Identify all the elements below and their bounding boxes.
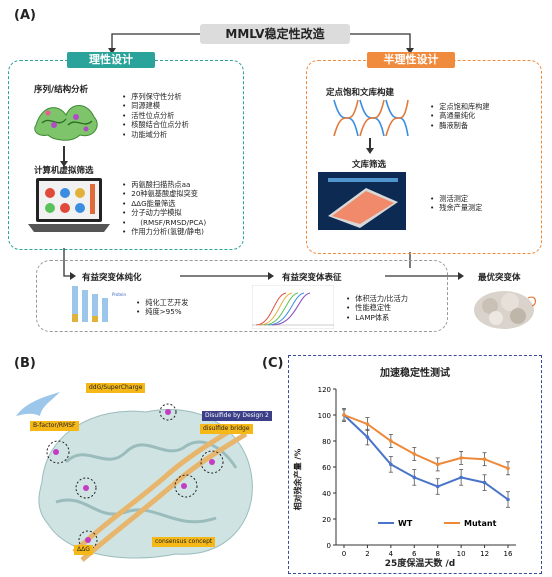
virtual-screening-title: 计算机虚拟筛选 xyxy=(34,166,94,176)
panel-a-title: MMLV稳定性改造 xyxy=(200,24,350,44)
list-item: 丙氨酸扫描热点aa xyxy=(122,180,206,189)
library-screening-title: 文库筛选 xyxy=(352,160,387,170)
list-item: 20种氨基酸虚拟突变 xyxy=(122,189,206,198)
x-tick-label: 6 xyxy=(412,550,417,558)
panel-a-label: (A) xyxy=(14,8,36,23)
x-tick-label: 2 xyxy=(365,550,369,558)
list-item: 高通量纯化 xyxy=(430,111,490,120)
data-point xyxy=(459,456,463,460)
dna-helix-icon xyxy=(333,99,409,137)
mutant-characterization-title: 有益突变体表征 xyxy=(282,273,342,283)
y-tick-label: 0 xyxy=(327,542,331,550)
data-point xyxy=(506,497,510,502)
y-tick-label: 40 xyxy=(322,490,331,498)
best-mutant-protein-icon xyxy=(474,291,537,329)
stability-line-chart: 0 20 40 60 80 100 120 0 2 4 6 8 10 12 16 WT Mutant xyxy=(318,386,516,558)
x-tick-label: 0 xyxy=(342,550,346,558)
y-tick-label: 120 xyxy=(318,386,331,394)
seq-analysis-title: 序列/结构分析 xyxy=(34,85,89,95)
protein-dna-structure xyxy=(16,392,253,562)
list-item: 功能域分析 xyxy=(122,130,189,139)
mutant-purification-title: 有益突变体纯化 xyxy=(82,273,142,283)
data-point xyxy=(342,413,346,417)
legend-label: Mutant xyxy=(464,519,497,528)
list-item: 同源建模 xyxy=(122,101,189,110)
tag-disulfide-bridge: disulfide bridge xyxy=(200,424,253,434)
list-item: 性能稳定性 xyxy=(346,303,408,312)
laptop-icon xyxy=(28,178,110,232)
list-item-text: (RMSF/RMSD/PCA) xyxy=(140,217,207,227)
x-tick-label: 8 xyxy=(435,550,439,558)
data-point xyxy=(412,475,417,480)
panel-a-connectors xyxy=(60,33,464,280)
stability-chart-frame xyxy=(288,355,542,574)
mutant-purification-list: 纯化工艺开发 纯度>95% xyxy=(136,298,188,317)
x-tick-label: 4 xyxy=(389,550,394,558)
data-point xyxy=(412,452,417,456)
library-screening-list: 测活测定 残余产量测定 xyxy=(430,194,482,213)
series-line-mutant xyxy=(343,414,509,470)
data-point xyxy=(459,475,463,480)
data-point xyxy=(482,457,487,461)
list-item: (RMSF/RMSD/PCA) xyxy=(122,218,206,227)
legend-label: WT xyxy=(398,519,413,528)
y-tick-label: 20 xyxy=(322,516,331,524)
list-item: 序列保守性分析 xyxy=(122,92,189,101)
x-tick-label: 10 xyxy=(457,550,466,558)
list-item: 残余产量测定 xyxy=(430,203,482,212)
panel-c-label: (C) xyxy=(262,356,284,371)
semi-rational-header: 半理性设计 xyxy=(367,52,455,68)
x-tick-label: 16 xyxy=(504,550,513,558)
list-item: 定点饱和库构建 xyxy=(430,102,489,111)
mutant-characterization-list: 体积活力/比活力 性能稳定性 LAMP体系 xyxy=(346,294,408,322)
library-construction-list: 定点饱和库构建 高通量纯化 酶液制备 xyxy=(430,102,490,130)
data-point xyxy=(365,435,370,439)
y-tick-label: 80 xyxy=(322,438,331,446)
library-construction-title: 定点饱和文库构建 xyxy=(326,88,395,98)
chart-title: 加速稳定性测试 xyxy=(380,368,450,379)
list-item: ΔΔG能量筛选 xyxy=(122,199,206,208)
y-tick-label: 100 xyxy=(318,412,331,420)
x-tick-label: 12 xyxy=(480,550,489,558)
column-purification-icon: Protein xyxy=(72,286,126,322)
protein-structure-icon xyxy=(34,105,98,141)
data-point xyxy=(365,422,370,426)
data-point xyxy=(389,462,393,467)
virtual-screening-list: 丙氨酸扫描热点aa 20种氨基酸虚拟突变 ΔΔG能量筛选 分子动力学模拟 (RM… xyxy=(122,180,206,236)
list-item: 纯度>95% xyxy=(136,307,188,316)
list-item: 纯化工艺开发 xyxy=(136,298,188,307)
data-point xyxy=(435,462,440,467)
list-item: 活性位点分析 xyxy=(122,111,189,120)
tag-ddg: ΔΔG xyxy=(74,545,93,555)
data-point xyxy=(506,466,510,471)
tag-ddg-supercharge: ddG/SuperCharge xyxy=(86,383,146,393)
list-item: 酶液制备 xyxy=(430,121,490,130)
x-axis-label: 25度保温天数 /d xyxy=(384,559,456,569)
data-point xyxy=(482,480,487,485)
disulfide-by-design-logo: Disulfide by Design 2 xyxy=(202,411,272,421)
mutant-flow-box xyxy=(36,260,448,332)
microplate-icon xyxy=(318,172,406,230)
data-point xyxy=(435,484,440,489)
list-item: LAMP体系 xyxy=(346,313,408,322)
list-item: 分子动力学模拟 xyxy=(122,208,206,217)
list-item: 体积活力/比活力 xyxy=(346,294,408,303)
seq-analysis-list: 序列保守性分析 同源建模 活性位点分析 核酸结合位点分析 功能域分析 xyxy=(122,92,189,139)
amplification-curve-icon xyxy=(252,285,334,329)
svg-text:Protein: Protein xyxy=(112,292,126,297)
data-point xyxy=(389,439,393,443)
tag-consensus-concept: consensus concept xyxy=(152,537,216,547)
y-tick-label: 60 xyxy=(322,464,331,472)
best-mutant-title: 最优突变体 xyxy=(478,273,521,283)
tag-bfactor-rmsf: B-factor/RMSF xyxy=(30,421,79,431)
list-item: 作用力分析(氢键/静电) xyxy=(122,227,206,236)
rational-design-header: 理性设计 xyxy=(67,52,155,68)
list-item: 核酸结合位点分析 xyxy=(122,120,189,129)
list-item: 测活测定 xyxy=(430,194,482,203)
series-line-wt xyxy=(343,414,509,501)
panel-b-label: (B) xyxy=(14,356,36,371)
